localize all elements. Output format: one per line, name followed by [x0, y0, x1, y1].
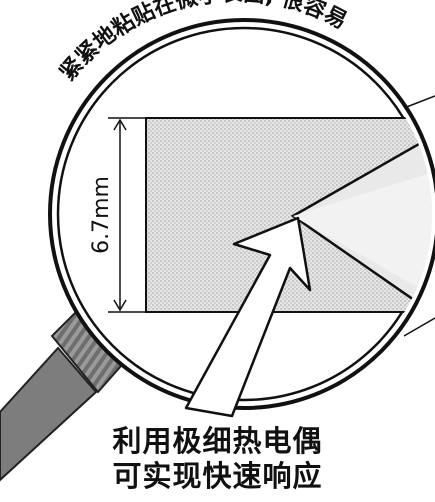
dimension-marker — [108, 117, 146, 313]
caption-line-2: 可实现快速响应 — [112, 459, 323, 493]
pointer-arrow — [184, 216, 312, 418]
caption-line-1: 利用极细热电偶 — [112, 424, 323, 458]
dimension-label: 6.7mm — [89, 176, 114, 254]
